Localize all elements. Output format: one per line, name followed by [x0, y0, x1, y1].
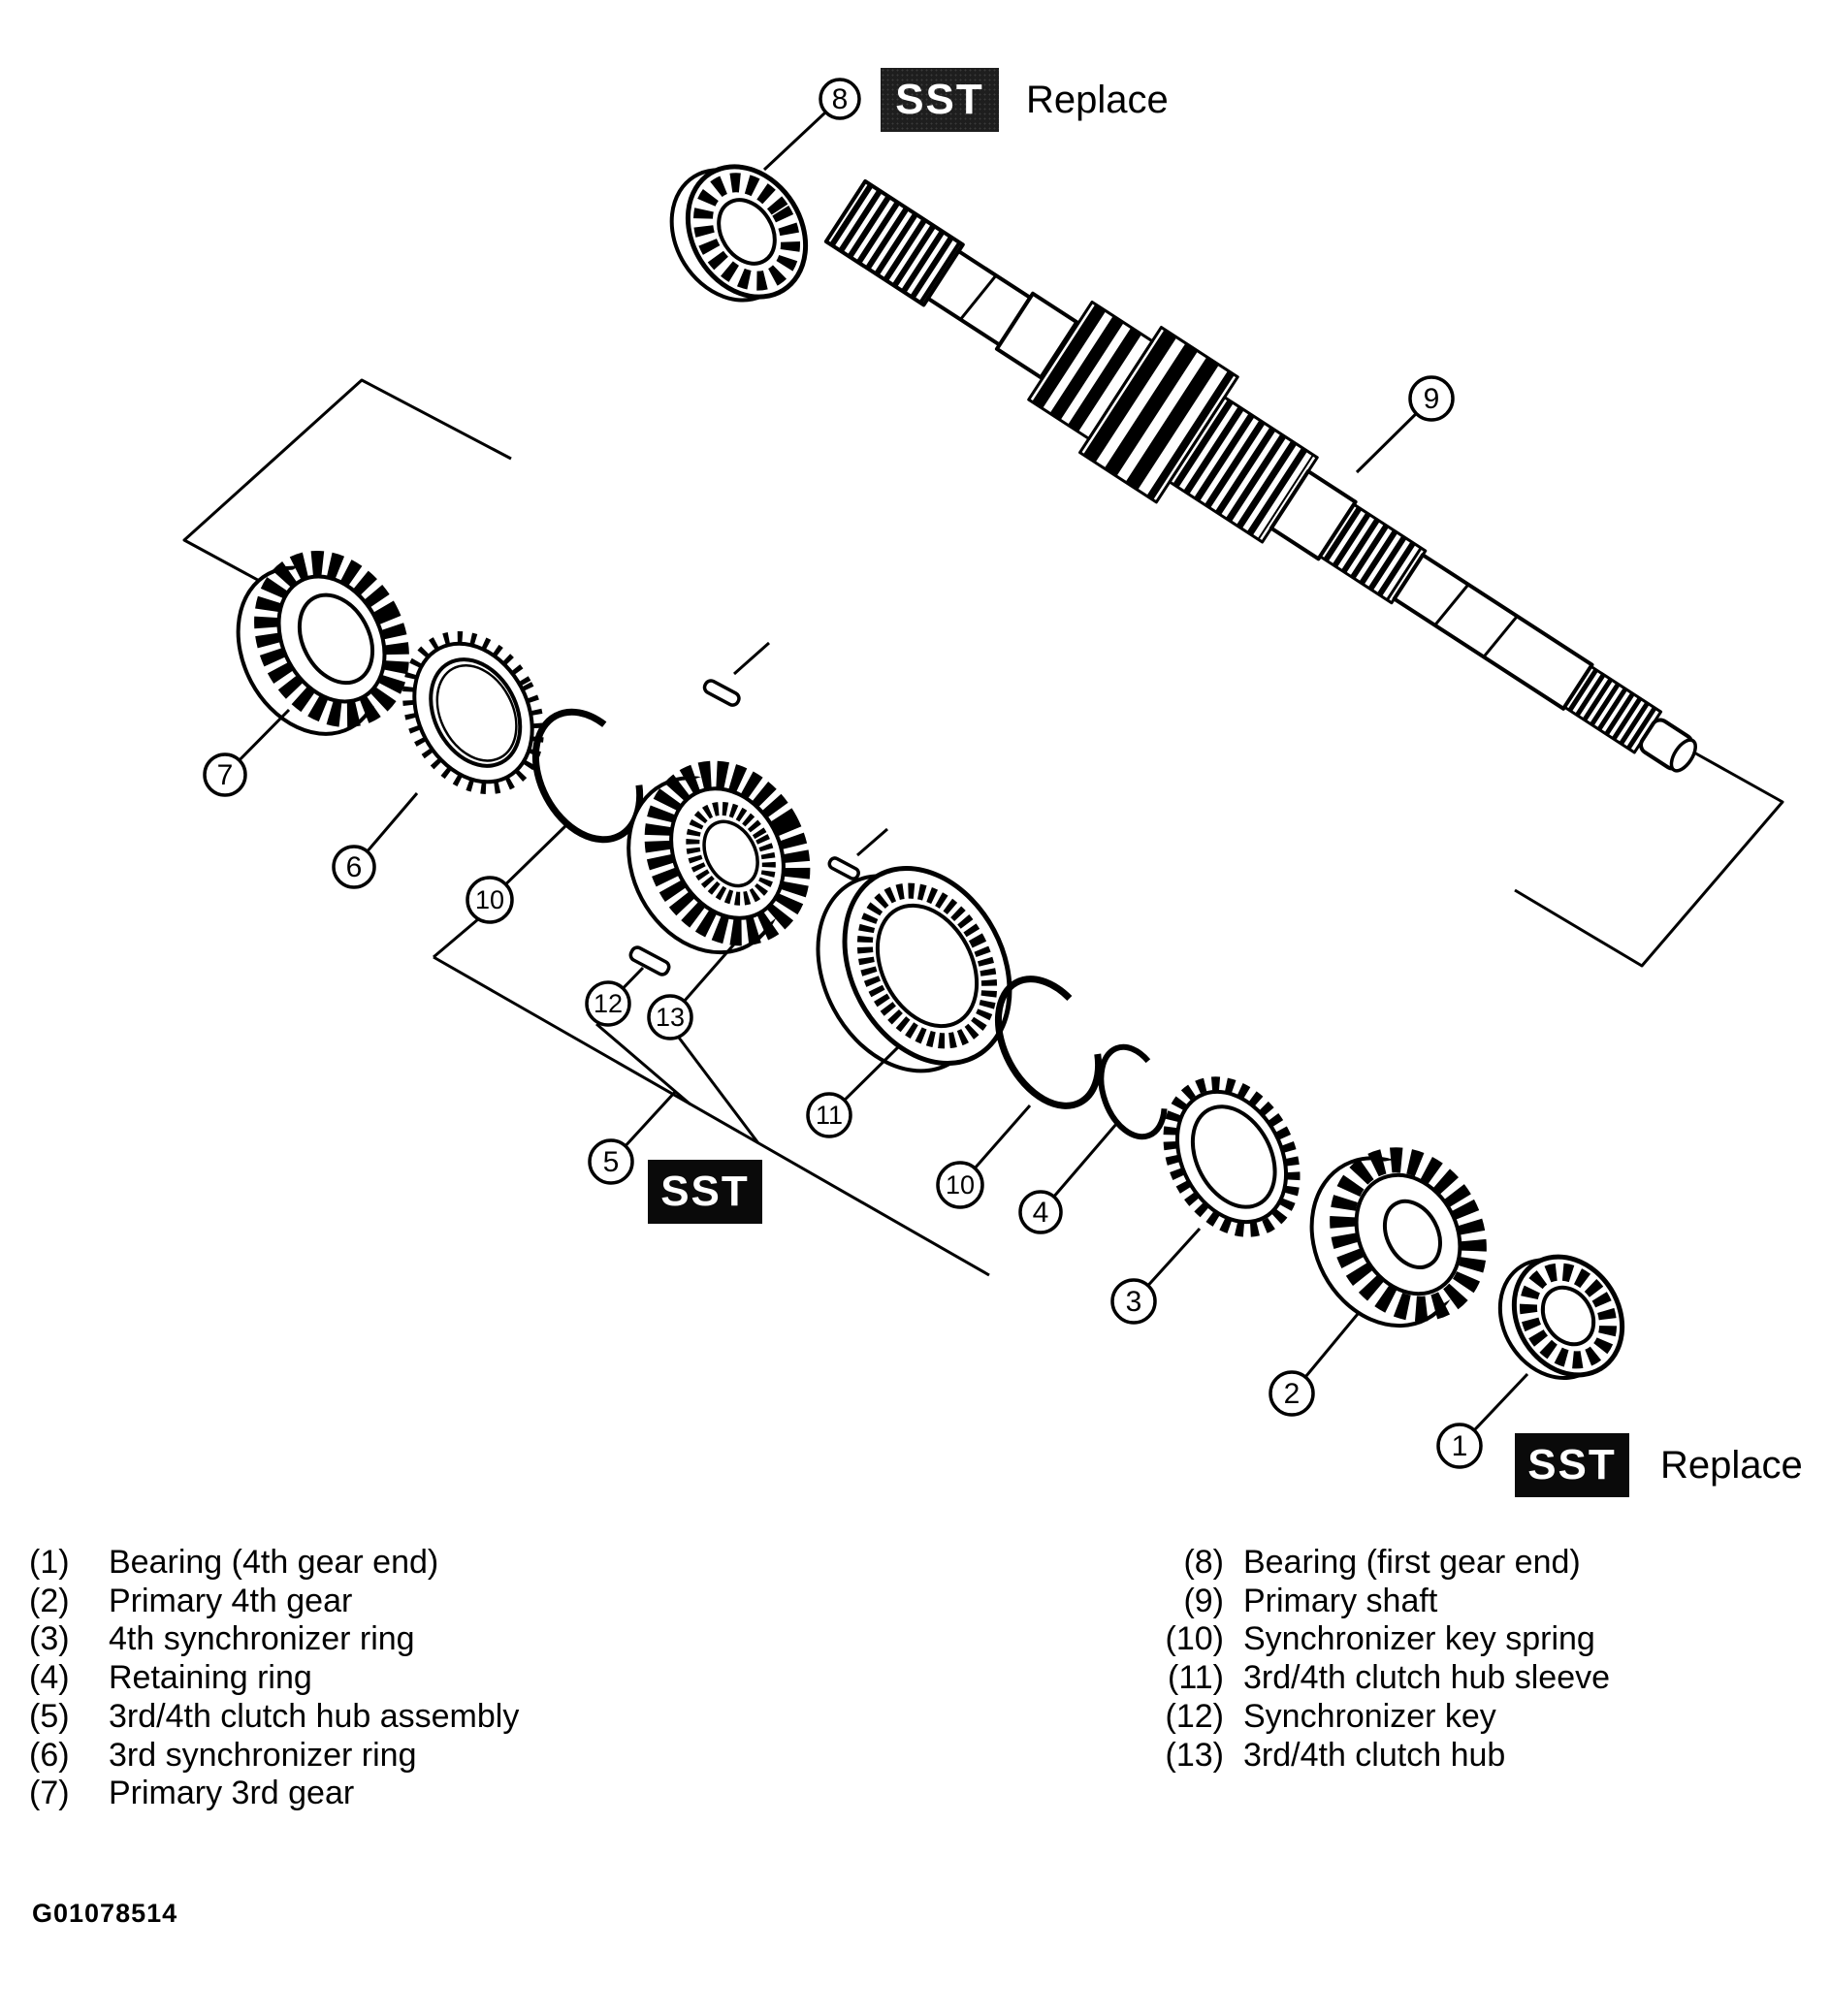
legend-item-label: 4th synchronizer ring	[109, 1620, 415, 1658]
callout-9: 9	[1408, 375, 1455, 422]
svg-text:10: 10	[475, 885, 504, 914]
legend-item-number: (13)	[1165, 1736, 1224, 1774]
legend-item-number: (10)	[1165, 1620, 1224, 1658]
callout-3: 3	[1110, 1278, 1157, 1325]
legend-item: (11) 3rd/4th clutch hub sleeve	[1142, 1659, 1610, 1698]
legend-left-column: (1) Bearing (4th gear end) (2) Primary 4th …	[29, 1544, 519, 1813]
replace-note-top: Replace	[1026, 78, 1169, 121]
legend-item: (8) Bearing (first gear end)	[1142, 1544, 1610, 1583]
legend-item-number: (2)	[29, 1582, 70, 1619]
legend-item-number: (11)	[1168, 1659, 1224, 1697]
legend-item-label: Bearing (first gear end)	[1243, 1544, 1581, 1581]
alignment-brackets	[182, 378, 1784, 1277]
part-spring-10a	[531, 708, 644, 844]
svg-text:7: 7	[217, 759, 234, 791]
legend-right-column: (8) Bearing (first gear end) (9) Primary sh…	[1142, 1544, 1611, 1776]
figure-code: G01078514	[32, 1899, 178, 1928]
callout-1: 1	[1436, 1423, 1483, 1469]
part-primary-shaft	[823, 178, 1697, 773]
part-hub-13	[626, 760, 811, 955]
legend-item: (10) Synchronizer key spring	[1142, 1620, 1610, 1659]
legend-item: (1) Bearing (4th gear end)	[29, 1544, 519, 1583]
callout-2: 2	[1269, 1370, 1315, 1417]
legend-item-label: 3rd/4th clutch hub sleeve	[1243, 1659, 1611, 1697]
legend-item: (3) 4th synchronizer ring	[29, 1620, 519, 1659]
part-key-12c	[827, 856, 860, 880]
legend-item-label: Synchronizer key	[1243, 1697, 1496, 1735]
legend-item-label: Primary shaft	[1243, 1582, 1438, 1619]
legend-item-number: (4)	[29, 1659, 70, 1697]
legend-item-number: (6)	[29, 1736, 70, 1774]
svg-text:8: 8	[832, 83, 849, 115]
part-gear-2	[1309, 1147, 1487, 1328]
sst-badge-top: SST	[881, 68, 999, 132]
legend-item-number: (12)	[1165, 1697, 1224, 1735]
legend-item-number: (1)	[29, 1544, 70, 1581]
legend-item: (2) Primary 4th gear	[29, 1583, 519, 1621]
part-gear-7	[236, 550, 409, 736]
part-spring-10b	[994, 976, 1103, 1109]
sst-badge-middle: SST	[648, 1160, 762, 1224]
legend-item: (7) Primary 3rd gear	[29, 1775, 519, 1813]
legend-item-label: 3rd/4th clutch hub assembly	[109, 1697, 520, 1735]
legend-item: (12) Synchronizer key	[1142, 1698, 1610, 1737]
legend-item: (6) 3rd synchronizer ring	[29, 1737, 519, 1776]
callout-11: 11	[806, 1092, 852, 1138]
legend-item-label: 3rd/4th clutch hub	[1243, 1736, 1506, 1774]
callout-13: 13	[647, 994, 693, 1040]
callout-6: 6	[332, 845, 376, 889]
part-ring-4	[1098, 1043, 1168, 1140]
svg-text:3: 3	[1126, 1286, 1142, 1318]
callout-4: 4	[1018, 1190, 1063, 1234]
part-ring-6	[402, 630, 544, 795]
callout-5: 5	[588, 1138, 634, 1185]
legend-item-label: Primary 3rd gear	[109, 1775, 355, 1812]
svg-text:2: 2	[1284, 1378, 1301, 1410]
legend-item-label: Retaining ring	[109, 1659, 312, 1697]
callout-circles: 8 9 7 6 10 12 13 5 11 10 4 3 2 1	[203, 78, 1483, 1469]
part-ring-3	[1163, 1076, 1301, 1237]
svg-text:1: 1	[1452, 1430, 1468, 1462]
svg-text:12: 12	[594, 989, 623, 1018]
legend-item-number: (7)	[29, 1775, 70, 1812]
svg-text:9: 9	[1424, 383, 1440, 415]
legend-item-number: (5)	[29, 1697, 70, 1735]
legend-item-label: Bearing (4th gear end)	[109, 1544, 439, 1581]
part-sleeve-11	[816, 865, 1012, 1073]
svg-text:10: 10	[946, 1170, 975, 1200]
legend-item: (13) 3rd/4th clutch hub	[1142, 1737, 1610, 1776]
svg-text:11: 11	[816, 1101, 843, 1130]
svg-text:4: 4	[1033, 1197, 1049, 1229]
legend-item-label: Primary 4th gear	[109, 1582, 353, 1619]
part-bearing-1	[1497, 1254, 1625, 1381]
legend-item-number: (8)	[1183, 1544, 1224, 1581]
legend-item: (4) Retaining ring	[29, 1659, 519, 1698]
legend-item-number: (3)	[29, 1620, 70, 1658]
legend-item-number: (9)	[1183, 1582, 1224, 1619]
replace-note-bottom: Replace	[1660, 1443, 1803, 1487]
part-key-12b	[628, 945, 671, 976]
callout-10: 10	[936, 1161, 984, 1209]
sst-badge-bottom: SST	[1515, 1433, 1629, 1497]
callout-12: 12	[585, 980, 631, 1027]
legend-item-label: 3rd synchronizer ring	[109, 1736, 417, 1774]
callout-10: 10	[466, 876, 514, 924]
svg-text:5: 5	[603, 1146, 620, 1178]
part-bearing-8	[669, 164, 809, 303]
callout-8: 8	[819, 78, 861, 120]
svg-text:13: 13	[656, 1003, 685, 1032]
svg-text:6: 6	[346, 851, 363, 883]
legend-item: (9) Primary shaft	[1142, 1583, 1610, 1621]
legend-item: (5) 3rd/4th clutch hub assembly	[29, 1698, 519, 1737]
part-key-12a	[702, 679, 741, 707]
callout-7: 7	[203, 752, 247, 797]
legend-item-label: Synchronizer key spring	[1243, 1620, 1595, 1658]
